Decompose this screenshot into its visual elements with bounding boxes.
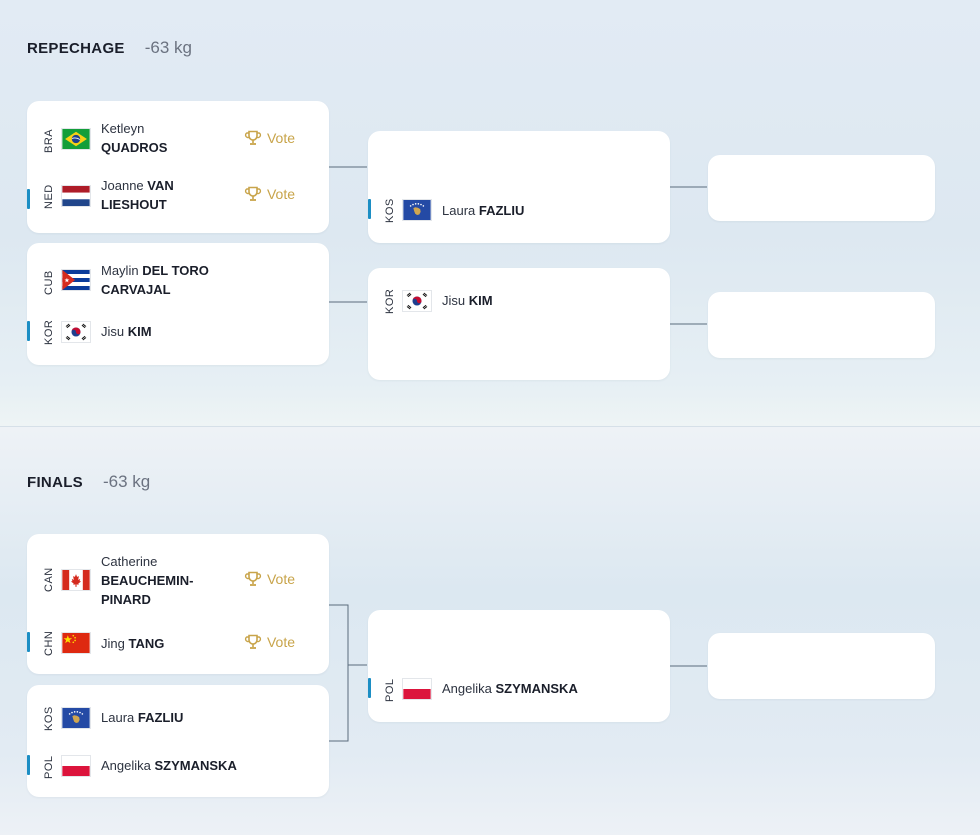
country-code: CAN xyxy=(43,567,55,592)
athlete-last-name: FAZLIU xyxy=(478,203,525,218)
china-flag-icon xyxy=(61,632,91,654)
canada-flag-icon xyxy=(61,569,91,591)
athlete-last-name: FAZLIU xyxy=(137,710,184,725)
country-code: CHN xyxy=(43,630,55,656)
athlete-first-name: Catherine xyxy=(101,554,158,569)
athlete-last-name: BEAUCHEMIN-PINARD xyxy=(101,573,194,607)
finals-heading: FINALS -63 kg xyxy=(27,472,150,492)
finals-section: FINALS -63 kg CAN Catherine BEAUCHEMIN-P… xyxy=(0,426,980,835)
country-code: KOS xyxy=(384,198,396,223)
athlete-name: Ketleyn QUADROS xyxy=(101,119,167,157)
match-card[interactable]: POL Angelika SZYMANSKA xyxy=(368,610,670,722)
section-title: FINALS xyxy=(27,474,83,491)
vote-button[interactable]: Vote xyxy=(244,570,295,588)
trophy-icon xyxy=(244,129,262,147)
athlete-first-name: Angelika xyxy=(442,681,492,696)
competitor-row: POL Angelika SZYMANSKA xyxy=(368,670,670,710)
country-code: KOR xyxy=(43,319,55,345)
empty-match-slot xyxy=(708,292,935,358)
vote-label: Vote xyxy=(266,130,295,146)
country-code: POL xyxy=(384,678,396,702)
weight-category: -63 kg xyxy=(102,472,151,491)
kosovo-flag-icon xyxy=(402,199,432,221)
athlete-last-name: QUADROS xyxy=(101,140,168,155)
athlete-name: Jisu KIM xyxy=(101,322,152,341)
poland-flag-icon xyxy=(61,755,91,777)
country-code: BRA xyxy=(43,128,55,153)
athlete-name: Angelika SZYMANSKA xyxy=(101,756,237,775)
section-title: REPECHAGE xyxy=(27,40,125,57)
competitor-row: KOR Jisu KIM xyxy=(368,282,670,322)
competitor-row: CUB Maylin DEL TORO CARVAJAL xyxy=(27,259,329,299)
athlete-last-name: DEL TORO CARVAJAL xyxy=(101,263,209,297)
athlete-last-name: KIM xyxy=(468,293,493,308)
empty-match-slot xyxy=(708,633,935,699)
athlete-name: Laura FAZLIU xyxy=(101,708,183,727)
competitor-row: CAN Catherine BEAUCHEMIN-PINARD Vote xyxy=(27,554,329,607)
country-code: KOS xyxy=(43,706,55,731)
match-card[interactable]: BRA Ketleyn QUADROS Vote NED Joanne VAN … xyxy=(27,101,329,233)
athlete-name: Maylin DEL TORO CARVAJAL xyxy=(101,261,241,299)
athlete-name: Angelika SZYMANSKA xyxy=(442,679,578,698)
trophy-icon xyxy=(244,185,262,203)
competitor-row: POL Angelika SZYMANSKA xyxy=(27,747,329,787)
repechage-section: REPECHAGE -63 kg BRA Ketleyn QUADROS Vot… xyxy=(0,0,980,426)
athlete-first-name: Jisu xyxy=(442,293,466,308)
athlete-name: Laura FAZLIU xyxy=(442,201,524,220)
athlete-name: Joanne VAN LIESHOUT xyxy=(101,176,211,214)
competitor-row: NED Joanne VAN LIESHOUT Vote xyxy=(27,178,329,221)
weight-category: -63 kg xyxy=(144,38,192,57)
country-code: NED xyxy=(43,184,55,209)
athlete-first-name: Jing xyxy=(101,636,125,651)
athlete-first-name: Angelika xyxy=(101,758,151,773)
competitor-row: CHN Jing TANG Vote xyxy=(27,624,329,664)
trophy-icon xyxy=(244,633,262,651)
athlete-first-name: Ketleyn xyxy=(101,121,145,136)
athlete-name: Jing TANG xyxy=(101,634,164,653)
country-code: POL xyxy=(43,755,55,779)
competitor-row: BRA Ketleyn QUADROS Vote xyxy=(27,117,329,157)
competitor-row: KOS Laura FAZLIU xyxy=(27,699,329,739)
country-code: CUB xyxy=(43,270,55,295)
athlete-last-name: KIM xyxy=(127,324,152,339)
match-card[interactable]: CUB Maylin DEL TORO CARVAJAL KOR Jisu KI… xyxy=(27,243,329,365)
cuba-flag-icon xyxy=(61,269,91,291)
poland-flag-icon xyxy=(402,678,432,700)
match-card[interactable]: CAN Catherine BEAUCHEMIN-PINARD Vote CHN… xyxy=(27,534,329,674)
vote-label: Vote xyxy=(266,186,295,202)
vote-button[interactable]: Vote xyxy=(244,633,295,651)
match-card[interactable]: KOR Jisu KIM xyxy=(368,268,670,380)
repechage-heading: REPECHAGE -63 kg xyxy=(27,38,192,58)
athlete-last-name: SZYMANSKA xyxy=(495,681,578,696)
athlete-name: Catherine BEAUCHEMIN-PINARD xyxy=(101,552,221,609)
country-code: KOR xyxy=(384,288,396,314)
athlete-first-name: Laura xyxy=(442,203,476,218)
match-card[interactable]: KOS Laura FAZLIU POL Angelika SZYMANSKA xyxy=(27,685,329,797)
athlete-first-name: Laura xyxy=(101,710,135,725)
competitor-row: KOR Jisu KIM xyxy=(27,313,329,353)
athlete-first-name: Jisu xyxy=(101,324,125,339)
athlete-last-name: SZYMANSKA xyxy=(154,758,237,773)
brazil-flag-icon xyxy=(61,128,91,150)
vote-button[interactable]: Vote xyxy=(244,129,295,147)
athlete-last-name: VAN LIESHOUT xyxy=(101,178,174,212)
competitor-row: KOS Laura FAZLIU xyxy=(368,191,670,231)
vote-label: Vote xyxy=(266,634,295,650)
athlete-name: Jisu KIM xyxy=(442,291,493,310)
trophy-icon xyxy=(244,570,262,588)
kosovo-flag-icon xyxy=(61,707,91,729)
athlete-first-name: Maylin xyxy=(101,263,139,278)
korea-flag-icon xyxy=(402,290,432,312)
athlete-first-name: Joanne xyxy=(101,178,144,193)
athlete-last-name: TANG xyxy=(128,636,165,651)
connector-line xyxy=(329,604,349,742)
korea-flag-icon xyxy=(61,321,91,343)
vote-label: Vote xyxy=(266,571,295,587)
vote-button[interactable]: Vote xyxy=(244,185,295,203)
match-card[interactable]: KOS Laura FAZLIU xyxy=(368,131,670,243)
netherlands-flag-icon xyxy=(61,185,91,207)
empty-match-slot xyxy=(708,155,935,221)
